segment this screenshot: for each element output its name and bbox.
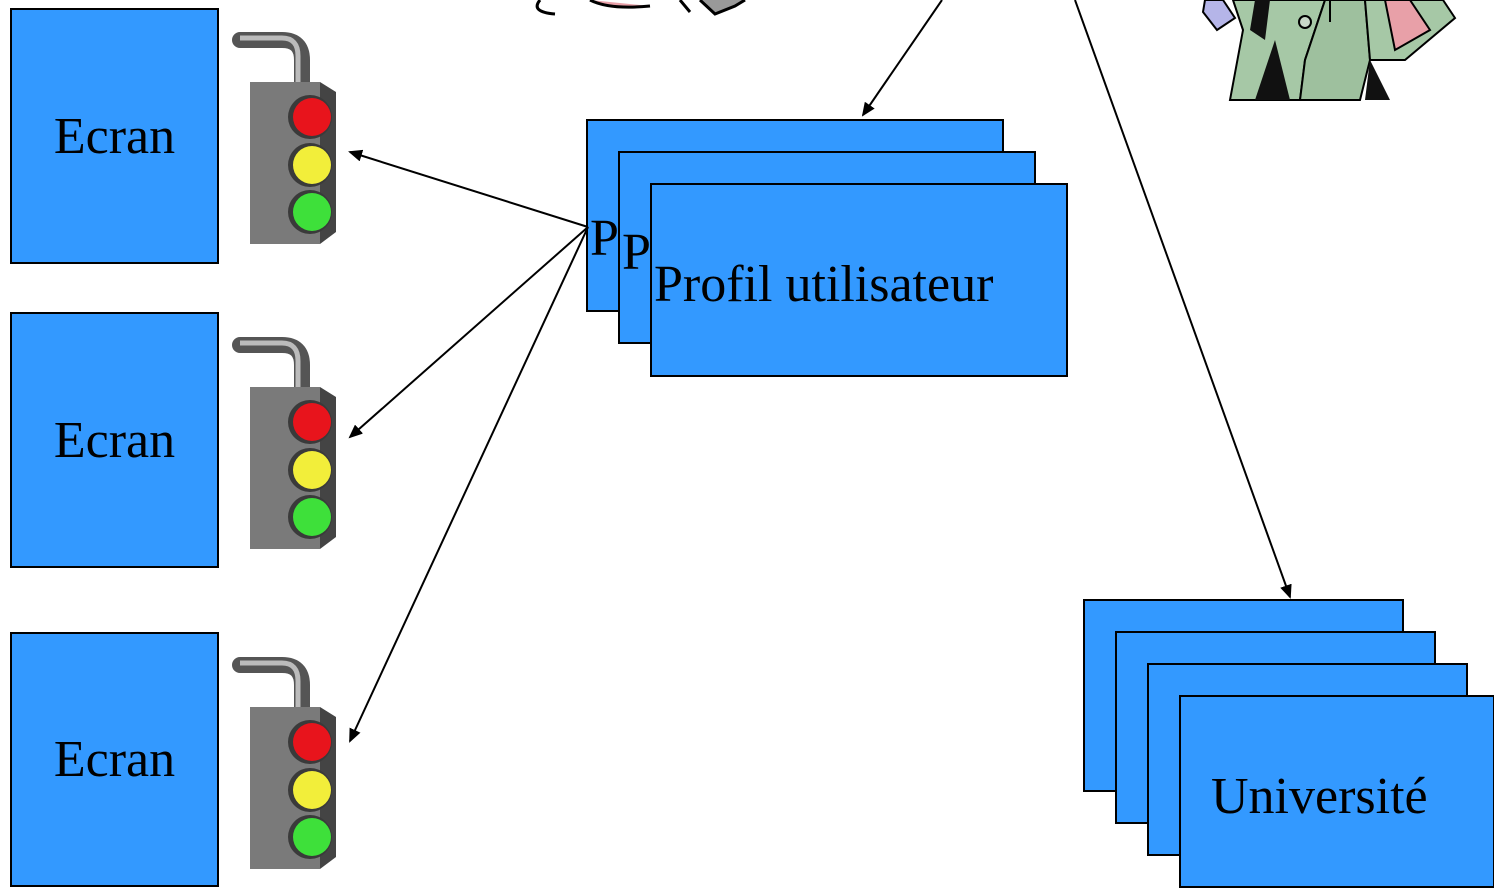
man-clipart-icon (1201, 0, 1457, 101)
screen-box-2: Ecran (10, 312, 219, 568)
arrow-to-traffic-light-1 (348, 149, 589, 228)
screen-label: Ecran (53, 411, 176, 469)
traffic-light-icon (232, 32, 336, 244)
profile-box-front: Profil utilisateur (650, 183, 1068, 377)
screen-label: Ecran (53, 107, 176, 165)
arrow-to-traffic-light-3 (349, 226, 589, 743)
profile-box-front-label: Profil utilisateur (654, 256, 994, 313)
person-clipart-icon (535, 0, 746, 16)
arrow-to-traffic-light-2 (348, 226, 589, 439)
screen-box-1: Ecran (10, 8, 219, 264)
traffic-light-icon (232, 657, 336, 869)
screen-label: Ecran (53, 731, 176, 788)
university-box-front: Université (1179, 695, 1494, 888)
screen-box-3: Ecran (10, 632, 219, 887)
profile-box-back-label: P (590, 210, 619, 267)
arrow-to-profile (861, 0, 943, 117)
university-box-front-label: Université (1211, 768, 1428, 825)
traffic-light-icon (232, 337, 336, 549)
arrow-to-university (1074, 0, 1292, 599)
profile-box-middle-label: P (622, 224, 651, 281)
